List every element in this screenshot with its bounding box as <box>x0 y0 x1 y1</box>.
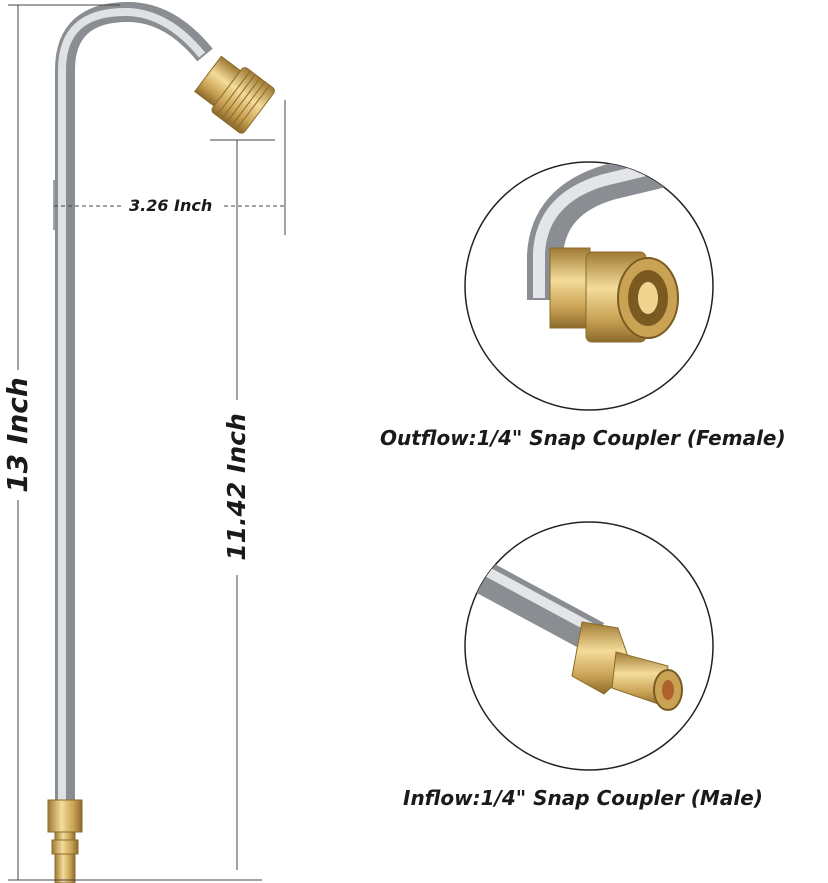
inflow-detail <box>464 521 714 771</box>
inflow-caption: Inflow:1/4" Snap Coupler (Male) <box>403 786 763 810</box>
female-coupler <box>194 55 275 134</box>
steel-tube <box>55 1 213 810</box>
outflow-detail <box>464 161 714 411</box>
male-coupler <box>47 799 83 883</box>
straight-length-dimension-label: 11.42 Inch <box>222 413 251 561</box>
total-height-dimension-label: 13 Inch <box>1 377 34 493</box>
width-dimension-label: 3.26 Inch <box>129 196 213 215</box>
wand <box>47 1 275 883</box>
outflow-caption: Outflow:1/4" Snap Coupler (Female) <box>380 426 786 450</box>
dimension-lines <box>8 4 286 881</box>
